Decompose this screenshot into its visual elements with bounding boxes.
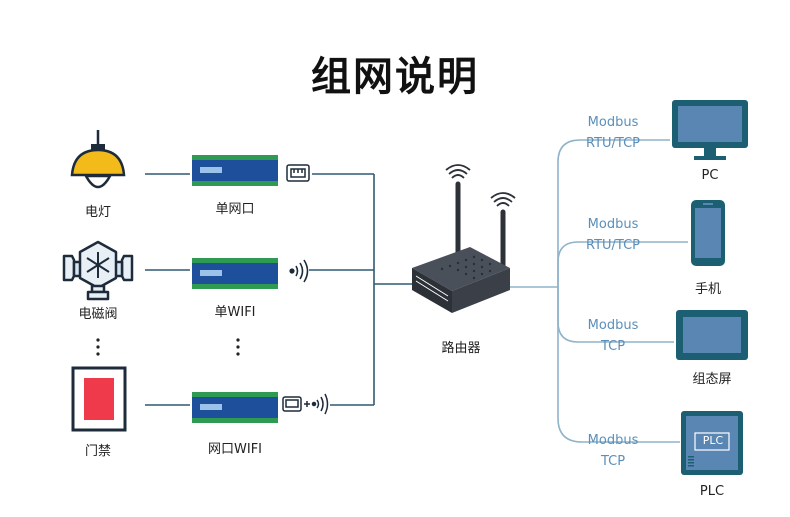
protocol-line1: Modbus — [587, 433, 639, 448]
plc-icon — [681, 411, 743, 475]
module-single-ethernet — [192, 155, 278, 186]
module-ethernet-wifi — [192, 392, 278, 423]
protocol-line1: Modbus — [587, 115, 639, 130]
router-icon — [412, 164, 516, 313]
device-label-valve: 电磁阀 — [78, 307, 118, 322]
protocol-label-pc: Modbus RTU/TCP — [586, 114, 640, 152]
protocol-line2: TCP — [600, 454, 626, 469]
link-pc — [557, 139, 670, 287]
link-phone — [557, 241, 688, 287]
module-label-ethernet: 单网口 — [215, 202, 255, 217]
ethernet-plus-wifi-icon — [282, 393, 329, 415]
protocol-line2: RTU/TCP — [585, 136, 641, 151]
left-connections — [145, 173, 412, 406]
protocol-line1: Modbus — [587, 318, 639, 333]
endpoint-label-phone: 手机 — [694, 282, 722, 297]
endpoint-label-pc: PC — [701, 168, 719, 183]
monitor-icon — [672, 100, 748, 160]
solenoid-valve-icon — [62, 240, 134, 301]
protocol-line2: TCP — [600, 339, 626, 354]
endpoint-label-panel: 组态屏 — [692, 372, 732, 387]
phone-icon — [691, 200, 725, 266]
router-label: 路由器 — [441, 341, 481, 356]
endpoint-label-plc: PLC — [699, 484, 725, 499]
access-control-icon — [71, 366, 127, 432]
protocol-line2: RTU/TCP — [585, 238, 641, 253]
device-label-access: 门禁 — [84, 444, 112, 459]
protocol-label-panel: Modbus TCP — [588, 317, 639, 355]
protocol-label-phone: Modbus RTU/TCP — [586, 216, 640, 254]
lamp-icon — [70, 130, 126, 189]
module-label-ethernet-wifi: 网口WIFI — [208, 442, 262, 457]
more-devices-ellipsis — [96, 338, 240, 356]
module-single-wifi — [192, 258, 278, 289]
ethernet-port-icon — [286, 164, 310, 182]
wifi-signal-icon — [289, 259, 309, 283]
device-label-lamp: 电灯 — [84, 205, 112, 220]
touch-panel-icon — [676, 310, 748, 360]
protocol-line1: Modbus — [587, 217, 639, 232]
protocol-label-plc: Modbus TCP — [588, 432, 639, 470]
plc-panel-text: PLC — [702, 434, 724, 447]
link-plc — [557, 287, 680, 443]
page-title: 组网说明 — [311, 54, 479, 100]
right-connections — [508, 139, 688, 443]
module-label-wifi: 单WIFI — [214, 305, 256, 320]
